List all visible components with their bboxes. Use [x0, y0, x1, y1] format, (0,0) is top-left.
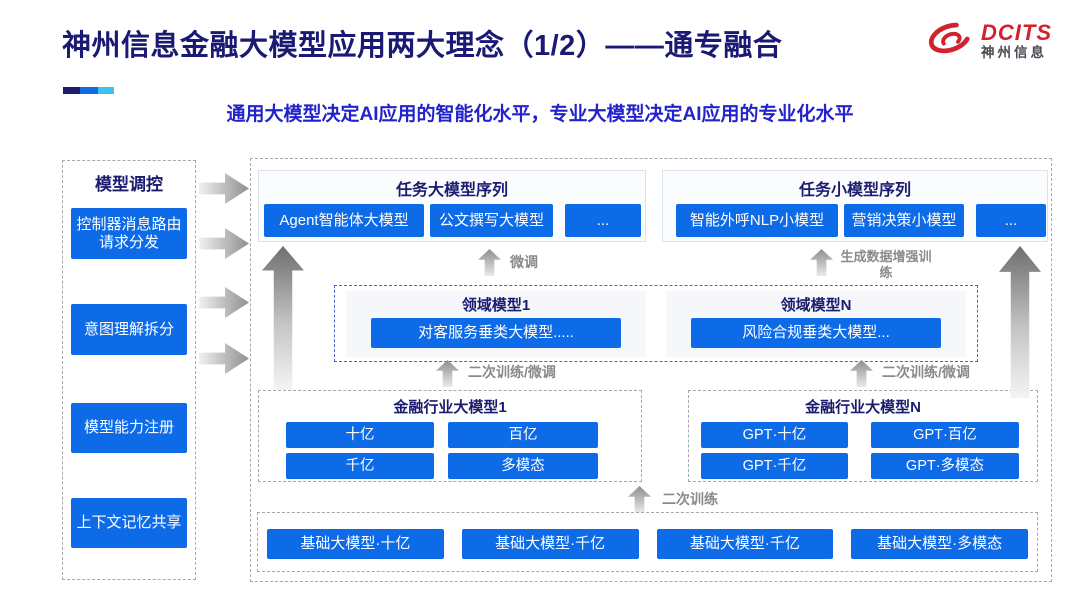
node-task-small-more: ...	[976, 204, 1046, 237]
node-document-writing-model: 公文撰写大模型	[430, 204, 553, 237]
sidebar-title: 模型调控	[95, 175, 163, 194]
task-small-model-box: 任务小模型序列 智能外呼NLP小模型 营销决策小模型 ...	[662, 170, 1048, 242]
gen-data-label: 生成数据增强训练	[840, 249, 932, 281]
right-arrow-4-icon	[199, 343, 249, 374]
node-outbound-nlp-model: 智能外呼NLP小模型	[676, 204, 838, 237]
accent-segment-blue	[80, 87, 98, 94]
node-gpt-100b-model: GPT·千亿	[701, 453, 848, 479]
sidebar-item-context-memory: 上下文记忆共享	[71, 498, 187, 548]
industry-model-1-box: 金融行业大模型1 十亿 百亿 千亿 多模态	[258, 390, 642, 482]
domain-model-1-panel: 领域模型1 对客服务垂类大模型.....	[346, 291, 646, 357]
sidebar-item-capability-register: 模型能力注册	[71, 403, 187, 453]
node-gpt-10b-model: GPT·百亿	[871, 422, 1019, 448]
accent-segment-navy	[63, 87, 80, 94]
task-large-model-box: 任务大模型序列 Agent智能体大模型 公文撰写大模型 ...	[258, 170, 646, 242]
right-arrow-2-icon	[199, 228, 249, 259]
node-base-1b-model: 基础大模型·十亿	[267, 529, 444, 559]
node-risk-compliance-model: 风险合规垂类大模型...	[691, 318, 941, 348]
model-control-panel: 模型调控 控制器消息路由请求分发 意图理解拆分 模型能力注册 上下文记忆共享	[62, 160, 196, 580]
node-10b-model: 百亿	[448, 422, 598, 448]
page-title: 神州信息金融大模型应用两大理念（1/2）——通专融合	[62, 30, 783, 62]
right-arrow-1-icon	[199, 173, 249, 204]
domain-model-n-panel: 领域模型N 风险合规垂类大模型...	[666, 291, 966, 357]
node-base-100b-model-2: 基础大模型·千亿	[656, 529, 834, 559]
task-large-title: 任务大模型序列	[395, 182, 508, 199]
node-100b-model: 千亿	[286, 453, 434, 479]
retrain-label: 二次训练	[662, 491, 718, 507]
domain-model-box: 领域模型1 对客服务垂类大模型..... 领域模型N 风险合规垂类大模型...	[334, 285, 978, 362]
node-gpt-multimodal-model: GPT·多模态	[871, 453, 1019, 479]
industry-model-n-title: 金融行业大模型N	[805, 399, 921, 416]
node-customer-service-model: 对客服务垂类大模型.....	[371, 318, 621, 348]
logo-brand-cn: 神州信息	[981, 44, 1047, 60]
node-task-large-more: ...	[565, 204, 641, 237]
logo-brand-text: DCITS	[981, 19, 1052, 45]
node-1b-model: 十亿	[286, 422, 434, 448]
right-arrow-3-icon	[199, 287, 249, 318]
sidebar-item-intent-split: 意图理解拆分	[71, 304, 187, 355]
domain-model-n-title: 领域模型N	[780, 297, 852, 314]
node-gpt-1b-model: GPT·十亿	[701, 422, 848, 448]
node-base-100b-model: 基础大模型·千亿	[461, 529, 639, 559]
slide-subtitle: 通用大模型决定AI应用的智能化水平，专业大模型决定AI应用的专业化水平	[226, 104, 854, 125]
title-accent-bar	[63, 87, 114, 94]
domain-model-1-title: 领域模型1	[461, 297, 531, 314]
retrain-ft-left-label: 二次训练/微调	[468, 364, 556, 380]
node-agent-large-model: Agent智能体大模型	[264, 204, 424, 237]
node-multimodal-model: 多模态	[448, 453, 598, 479]
retrain-ft-right-label: 二次训练/微调	[882, 364, 970, 380]
industry-model-1-title: 金融行业大模型1	[393, 399, 507, 416]
node-marketing-decision-model: 营销决策小模型	[844, 204, 964, 237]
task-small-title: 任务小模型序列	[798, 182, 911, 199]
industry-model-n-box: 金融行业大模型N GPT·十亿 GPT·百亿 GPT·千亿 GPT·多模态	[688, 390, 1038, 482]
dcits-logo: DCITS 神州信息	[925, 16, 1052, 65]
base-model-box: 基础大模型·十亿 基础大模型·千亿 基础大模型·千亿 基础大模型·多模态	[257, 512, 1038, 572]
dcits-swirl-icon	[925, 16, 975, 65]
sidebar-item-controller-routing: 控制器消息路由请求分发	[71, 208, 187, 259]
finetune-label: 微调	[510, 254, 538, 270]
accent-segment-cyan	[98, 87, 114, 94]
node-base-multimodal-model: 基础大模型·多模态	[851, 529, 1028, 559]
